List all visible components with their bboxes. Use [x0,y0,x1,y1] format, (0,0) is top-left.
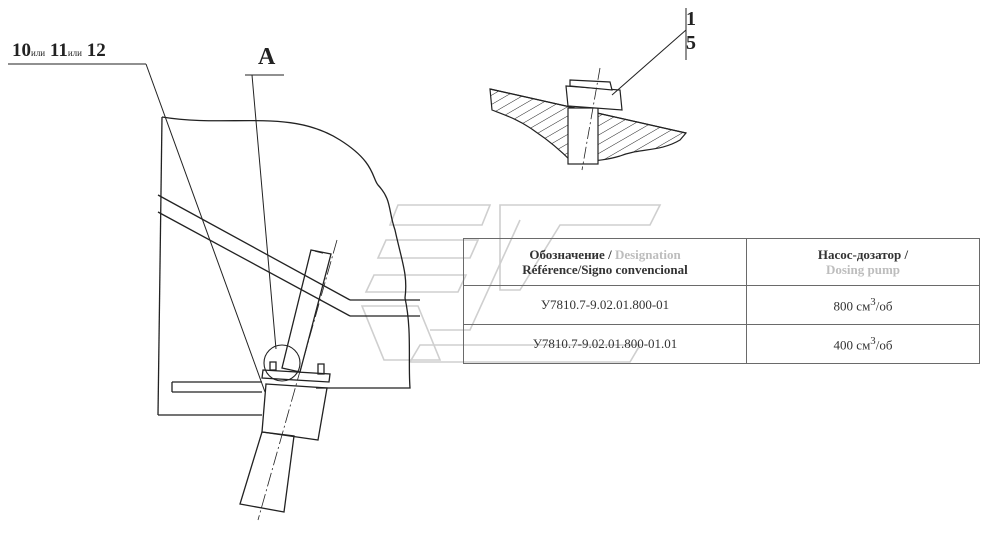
row-value-unit: /об [875,298,893,314]
row-value-exp: 3 [870,295,876,308]
header-designation-fr: Référence/Signo convencional [522,262,688,277]
callout-10-11-12: 10или 11или 12 [12,40,106,62]
callout-or-1: или [31,48,46,58]
header-pump-ru: Насос-дозатор / [817,247,909,262]
callout-part-10: 10 [12,40,31,61]
row-value-num: 400 см [833,337,871,353]
header-pump: Насос-дозатор / Dosing pump [746,238,980,286]
fastener-section [489,8,688,171]
row-value: 800 см3/об [746,285,980,325]
dosing-pump-assembly [239,249,332,513]
spec-table: Обозначение / Designation Référence/Sign… [463,238,980,364]
row-value-unit: /об [875,337,893,353]
header-designation: Обозначение / Designation Référence/Sign… [463,238,747,286]
position-1-label: 1 [686,8,696,30]
callout-part-12: 12 [86,40,106,61]
header-designation-en: Designation [614,247,681,262]
spec-table-header: Обозначение / Designation Référence/Sign… [463,238,980,286]
header-designation-ru: Обозначение / [529,247,612,262]
table-row: У7810.7-9.02.01.800-01.01 400 см3/об [463,324,980,364]
callout-or-2: или [67,48,82,58]
row-value-exp: 3 [870,334,876,347]
view-a-indicator [245,74,284,350]
row-value: 400 см3/об [746,324,980,364]
row-designation: У7810.7-9.02.01.800-01 [463,285,747,325]
row-value-num: 800 см [833,298,871,314]
callout-leader [8,63,266,393]
position-5-label: 5 [686,32,696,54]
callout-part-11: 11 [49,40,68,61]
view-a-label: А [258,44,276,70]
header-pump-en: Dosing pump [825,262,901,277]
row-designation: У7810.7-9.02.01.800-01.01 [463,324,747,364]
table-row: У7810.7-9.02.01.800-01 800 см3/об [463,285,980,325]
axis-line [257,239,338,521]
housing-view [157,116,420,416]
